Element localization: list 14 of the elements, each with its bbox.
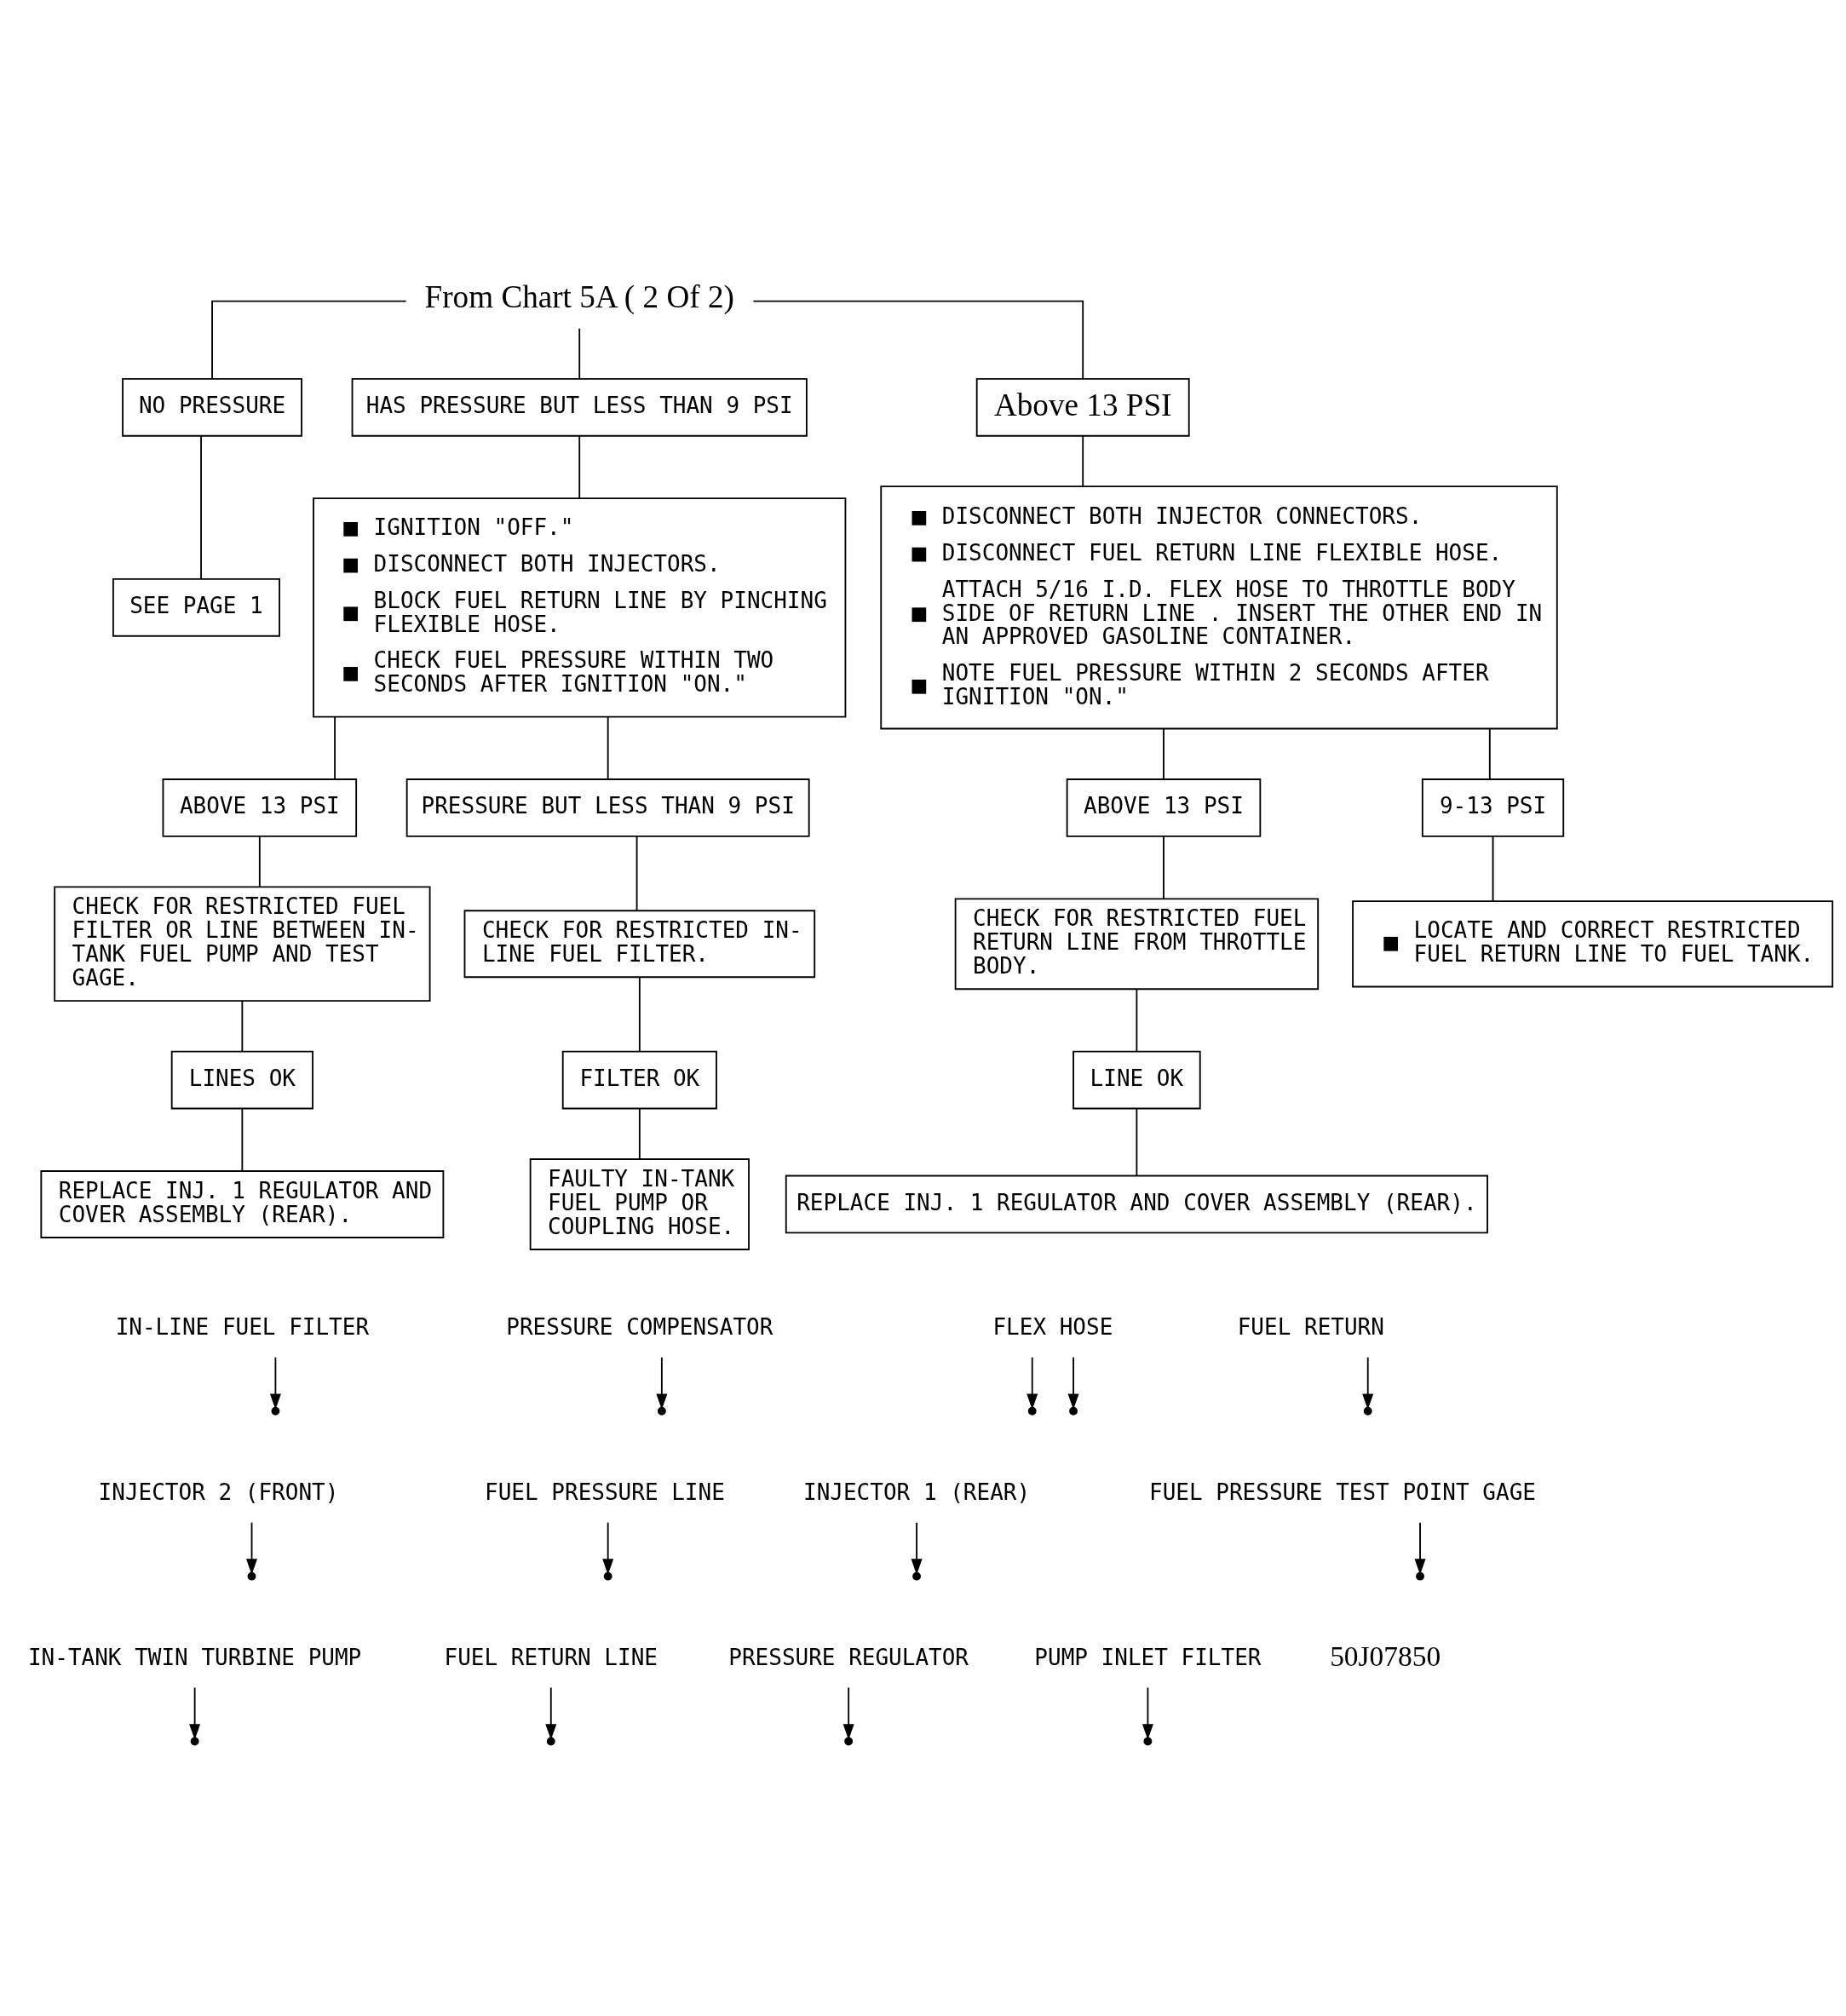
node-text: INJECTOR 1 (REAR) — [803, 1479, 1031, 1505]
node-text: FUEL RETURN — [1237, 1313, 1384, 1340]
node-text: PRESSURE REGULATOR — [728, 1644, 969, 1670]
node-text: IN-TANK TWIN TURBINE PUMP — [27, 1644, 362, 1670]
node-text: PRESSURE COMPENSATOR — [506, 1313, 773, 1340]
node-text: FUEL RETURN LINE — [444, 1644, 658, 1670]
node-text: INJECTOR 2 (FRONT) — [98, 1479, 339, 1505]
label: 50J07850 — [1330, 1640, 1441, 1672]
node-text: PUMP INLET FILTER — [1034, 1644, 1262, 1670]
node-text: FUEL PRESSURE TEST POINT GAGE — [1149, 1479, 1536, 1505]
node-text: IN-LINE FUEL FILTER — [115, 1313, 370, 1340]
node-text: From Chart 5A ( 2 Of 2) — [424, 279, 734, 315]
node-text: FUEL PRESSURE LINE — [485, 1479, 725, 1505]
node-text: FLEX HOSE — [992, 1313, 1113, 1340]
